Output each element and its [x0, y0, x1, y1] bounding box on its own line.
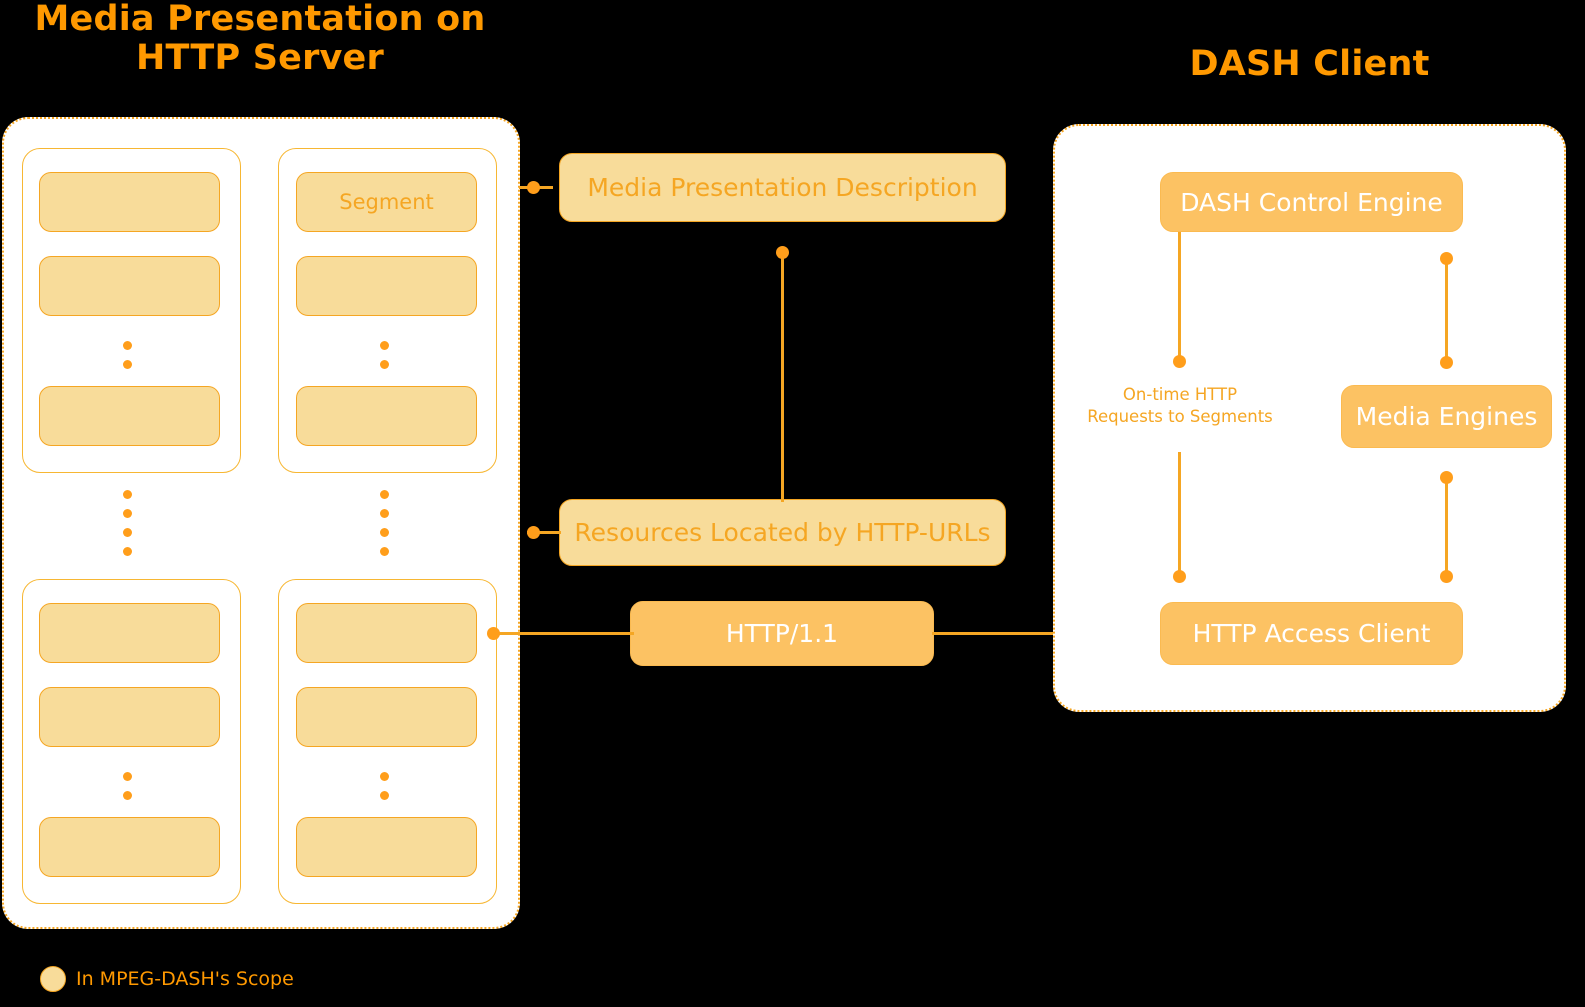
client-heading: DASH Client [1189, 44, 1430, 84]
segment-box [39, 817, 220, 877]
period-ellipsis-col2 [380, 485, 389, 561]
connector-node-server-http [487, 627, 500, 640]
connector-node-access-client-right [1440, 570, 1453, 583]
connector-http-to-client [932, 632, 1164, 635]
connector-node-control-engine-down [1173, 355, 1186, 368]
period-ellipsis-col1 [123, 485, 132, 561]
segment-box [296, 687, 477, 747]
connector-node-resources [527, 526, 540, 539]
segment-ellipsis [380, 336, 389, 374]
resources-located-by-http-urls-box[interactable]: Resources Located by HTTP-URLs [559, 499, 1006, 566]
segment-ellipsis [123, 767, 132, 805]
segment-ellipsis [123, 336, 132, 374]
legend-swatch-icon [40, 966, 66, 992]
segment-box [39, 603, 220, 663]
connector-node-mpd [527, 181, 540, 194]
server-heading: Media Presentation on HTTP Server [34, 0, 486, 79]
on-time-http-requests-annotation: On-time HTTP Requests to Segments [1087, 385, 1273, 427]
connector-node-mpd-bottom [776, 246, 789, 259]
connector-requests-to-access-client [1178, 452, 1181, 578]
connector-mpd-to-resources [781, 252, 784, 502]
legend: In MPEG-DASH's Scope [40, 966, 294, 992]
connector-node-access-client-top [1173, 570, 1186, 583]
legend-label: In MPEG-DASH's Scope [76, 968, 294, 990]
segment-box [296, 256, 477, 316]
connector-control-engine-to-media-engines [1445, 258, 1448, 363]
segment-ellipsis [380, 767, 389, 805]
segment-box-labelled: Segment [296, 172, 477, 232]
segment-box [39, 172, 220, 232]
segment-box [39, 687, 220, 747]
http-access-client-box[interactable]: HTTP Access Client [1160, 602, 1463, 665]
dash-control-engine-box[interactable]: DASH Control Engine [1160, 172, 1463, 232]
connector-control-engine-down [1178, 232, 1181, 362]
connector-server-to-http [492, 632, 634, 635]
connector-node-control-engine-right [1440, 252, 1453, 265]
segment-box [296, 817, 477, 877]
connector-media-engines-to-access-client [1445, 477, 1448, 577]
http-protocol-box[interactable]: HTTP/1.1 [630, 601, 934, 666]
connector-node-media-engines-top [1440, 356, 1453, 369]
segment-box [39, 386, 220, 446]
segment-box [296, 603, 477, 663]
connector-node-media-engines-bottom [1440, 471, 1453, 484]
segment-box [296, 386, 477, 446]
connector-server-to-resources [527, 531, 561, 534]
media-engines-box[interactable]: Media Engines [1341, 385, 1552, 448]
media-presentation-description-box[interactable]: Media Presentation Description [559, 153, 1006, 222]
segment-box [39, 256, 220, 316]
